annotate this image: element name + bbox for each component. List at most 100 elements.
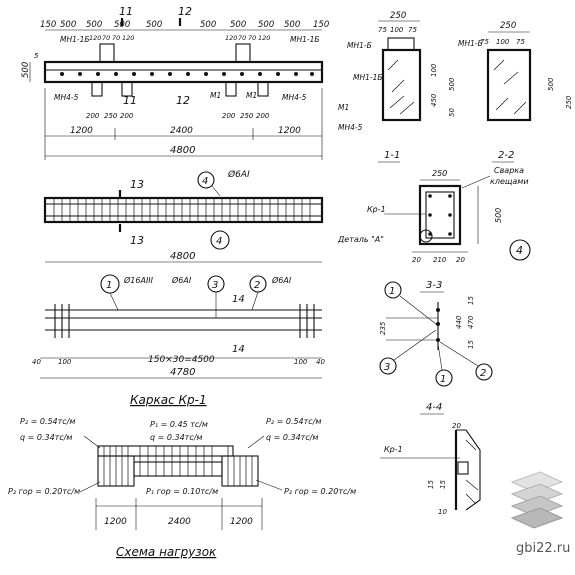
- embed-bot-4: [257, 81, 269, 97]
- load-p2h-left: P₂ гор = 0.20тс/м: [8, 487, 80, 496]
- s11-callout: [509, 239, 531, 261]
- embed-bot-2: [121, 81, 133, 97]
- mini-dim-l2: 70: [112, 34, 120, 42]
- bot-dim-l1: 250: [104, 112, 118, 120]
- mesh-rebar-label: Ø6АI: [227, 169, 250, 180]
- mesh-callout-top-num: 4: [202, 176, 208, 187]
- mesh-stirrups: [53, 198, 311, 222]
- load-span-0: 1200: [104, 517, 127, 527]
- load-q-mid: q = 0.34тс/м: [150, 433, 202, 442]
- dim-top-1: 500: [60, 20, 76, 30]
- sec-b-outline: [486, 48, 532, 122]
- s33-vdim-3: 15: [467, 340, 475, 349]
- mini-dim-r0: 120: [225, 34, 237, 42]
- mini-dim-l1: 70: [102, 34, 110, 42]
- bot-dim-r1: 250: [240, 112, 254, 120]
- sec-a-vdim-2: 500: [448, 77, 456, 91]
- dim-top-0: 150: [40, 20, 56, 30]
- s11-outline: [418, 184, 462, 246]
- p1-block: [133, 461, 223, 477]
- s11-kp-label: Кр-1: [367, 205, 386, 214]
- sec-a-dim-1: 100: [390, 26, 404, 34]
- s44-dim-1: 15: [427, 480, 435, 489]
- mini-dims: 120 70 70 120 120 70 70 120: [89, 34, 270, 42]
- s44-kp: Кр-1: [384, 445, 403, 454]
- s33-callout-3-num: 3: [384, 362, 390, 373]
- section-b: 250 75 100 75 МН1-Б 500 250: [458, 21, 573, 122]
- load-span-1: 2400: [168, 517, 191, 527]
- cage-callout-2-label: Ø6AI: [271, 275, 292, 285]
- mini-dim-r1: 70: [238, 34, 246, 42]
- embed-top-right: [235, 43, 251, 63]
- m1-label-b: М1: [246, 91, 257, 100]
- sec-a-outline: [381, 48, 422, 122]
- mn45-left-label: МН4-5: [54, 93, 79, 102]
- sec-a-dim-0: 75: [378, 26, 387, 34]
- s33-callout-1b: [435, 369, 453, 387]
- mesh-length: 4800: [170, 251, 195, 262]
- mesh-elevation: 13 4 Ø6АI 13 4: [43, 169, 324, 263]
- detail-a-marker: [419, 229, 433, 243]
- load-p2-right: P₂ = 0.54тс/м: [266, 417, 321, 426]
- cage-dim-4: 40: [316, 358, 325, 366]
- bot-dim-r0: 200: [222, 112, 236, 120]
- cage-kp1: 1 Ø16AIII Ø6AI 3 2 Ø6AI 14 14 40 100 150…: [32, 274, 325, 407]
- s33-callout-1a: [384, 281, 402, 299]
- cage-callout-3-label: Ø6AI: [171, 275, 192, 285]
- cage-callout-1-num: 1: [106, 280, 112, 291]
- sec-a-label-0: МН1-Б: [347, 41, 372, 50]
- cage-callout-1-label: Ø16AIII: [123, 275, 154, 285]
- s44-dim-3: 10: [438, 508, 447, 516]
- cage-callout-2-num: 2: [254, 280, 260, 291]
- s33-vdim-4: 235: [379, 321, 387, 335]
- mesh-callout-top: [197, 171, 215, 189]
- bot-dim-r2: 200: [256, 112, 270, 120]
- s33-callout-3: [379, 357, 397, 375]
- load-hatch: [103, 446, 253, 486]
- load-scheme: P₂ = 0.54тс/м q = 0.34тс/м P₁ = 0.45 тс/…: [8, 417, 356, 559]
- load-title: Схема нагрузок: [116, 545, 217, 559]
- mini-dim-l0: 120: [89, 34, 101, 42]
- cut-11-label: 11: [119, 5, 133, 18]
- top-dims: 150 500 500 500 500 500 500 500 500 150: [40, 20, 329, 30]
- s11-title: 1-1: [384, 150, 400, 161]
- cage-callout-3-num: 3: [212, 280, 218, 291]
- sec-b-vdim-0: 500: [547, 77, 555, 91]
- sec-b-dim-1: 100: [496, 38, 510, 46]
- seg-dim-1: 2400: [170, 126, 193, 136]
- s11-height: 500: [494, 208, 503, 223]
- sec-b-label: МН1-Б: [458, 39, 483, 48]
- dim-top-2: 500: [86, 20, 102, 30]
- beam-outline: [43, 60, 324, 84]
- cage-cut-top: 14: [232, 294, 245, 305]
- sec-b-dim-2: 75: [516, 38, 525, 46]
- seg-dim-2: 1200: [278, 126, 301, 136]
- load-p1h: P₁ гор = 0.10тс/м: [146, 487, 218, 496]
- s11-callout-num: 4: [516, 244, 523, 257]
- cut-12-label: 12: [178, 5, 192, 18]
- sec-a-vdim-1: 450: [430, 93, 438, 107]
- mesh-outline: [43, 196, 324, 224]
- mini-dim-l3: 120: [122, 34, 134, 42]
- embed-bot-1: [91, 81, 103, 97]
- sec-b-width: 250: [500, 21, 516, 31]
- cage-dim-2: 150×30=4500: [148, 355, 215, 365]
- bottom-embed-dims: 200 250 200 200 250 200: [86, 112, 270, 120]
- beam-elevation: 150 500 500 500 500 500 500 500 500 150 …: [21, 5, 329, 160]
- s44-dim-0: 20: [452, 422, 461, 430]
- sec-a-label-2: М1: [338, 103, 349, 112]
- dim-top-9: 150: [313, 20, 329, 30]
- s33-callout-1b-num: 1: [440, 374, 446, 385]
- s33-callout-1a-num: 1: [389, 286, 395, 297]
- load-p2h-right: P₂ гор = 0.20тс/м: [284, 487, 356, 496]
- mesh-cut-top: 13: [130, 178, 144, 191]
- sec-a-top-plate: [387, 37, 415, 51]
- total-dim: 4800: [170, 145, 195, 156]
- mini-dim-r3: 120: [258, 34, 270, 42]
- bot-dim-l2: 200: [120, 112, 134, 120]
- s33-vdim-0: 15: [467, 296, 475, 305]
- section-a: 250 75 100 75 МН1-Б МН1-1Б М1 МН4-5 100 …: [338, 11, 456, 132]
- cage-title: Каркас Кр-1: [130, 393, 207, 407]
- s11-bot-dim-2: 20: [456, 256, 465, 264]
- q-band: [97, 445, 234, 457]
